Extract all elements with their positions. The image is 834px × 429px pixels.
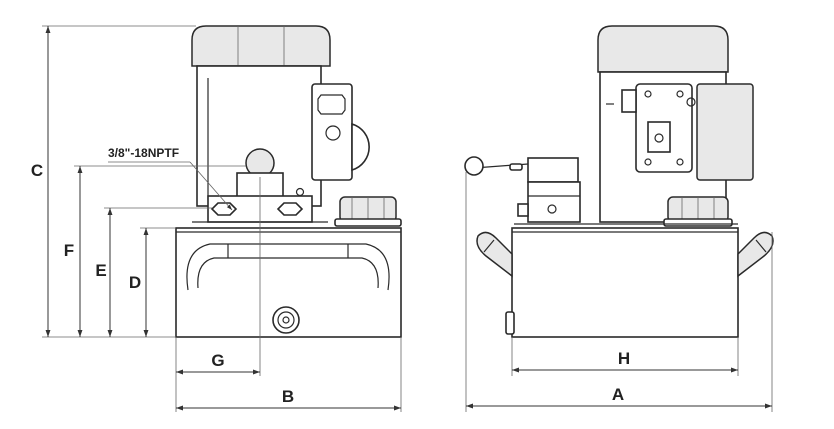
- side-valve-block: [527, 181, 581, 223]
- front-handle: [186, 243, 390, 291]
- side-lever-knob: [464, 156, 484, 176]
- side-reservoir: [511, 227, 739, 338]
- side-view: [464, 25, 774, 338]
- side-handle-right: [737, 231, 774, 278]
- label-D: D: [129, 273, 141, 292]
- side-valve-top: [527, 157, 579, 183]
- side-handle-left: [476, 231, 513, 278]
- label-G: G: [211, 351, 224, 370]
- label-F: F: [64, 241, 74, 260]
- drain-plug: [272, 306, 300, 334]
- side-motor-cap: [597, 25, 729, 73]
- label-A: A: [612, 385, 624, 404]
- front-view: [175, 25, 402, 338]
- side-motor-housing: [696, 83, 754, 181]
- port-note: 3/8"-18NPTF: [108, 146, 179, 160]
- front-junction-dome: [351, 122, 370, 172]
- label-B: B: [282, 387, 294, 406]
- label-H: H: [618, 349, 630, 368]
- label-C: C: [31, 161, 43, 180]
- front-motor-cap: [191, 25, 331, 67]
- label-E: E: [95, 261, 106, 280]
- dimension-lines: [42, 25, 773, 412]
